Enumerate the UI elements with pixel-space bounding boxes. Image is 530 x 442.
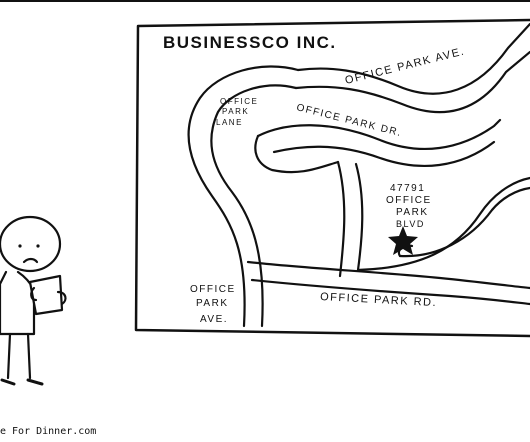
label-lane-1: OFFICE [220,97,258,106]
label-address-1: 47791 [390,183,425,194]
label-office-park-dr: OFFICE PARK DR. [295,102,403,139]
figure-legs [6,332,32,380]
label-office-park-ave-left-3: AVE. [200,314,228,325]
figure-head [0,215,62,273]
road-office-park-blvd [356,176,530,272]
label-address-3: PARK [396,207,429,218]
label-address-4: BLVD [396,219,425,229]
site-credit: e For Dinner.com [0,426,97,437]
figure-body [0,270,36,336]
label-office-park-ave-top: OFFICE PARK AVE. [344,45,466,86]
label-office-park-ave-left-1: OFFICE [190,284,236,295]
road-office-park-dr [256,118,502,150]
map-sheet [134,18,530,338]
roads [187,22,530,328]
star-icon [388,226,418,255]
road-office-park-rd [246,260,530,290]
road-office-park-ave-top [296,22,530,95]
figure-paper [28,274,64,316]
label-lane-3: LANE [216,118,243,127]
figure [0,215,67,386]
map-title: BUSINESSCO INC. [163,33,337,52]
label-lane-2: PARK [222,107,249,116]
label-address-2: OFFICE [386,195,432,206]
label-office-park-ave-left-2: PARK [196,298,229,309]
